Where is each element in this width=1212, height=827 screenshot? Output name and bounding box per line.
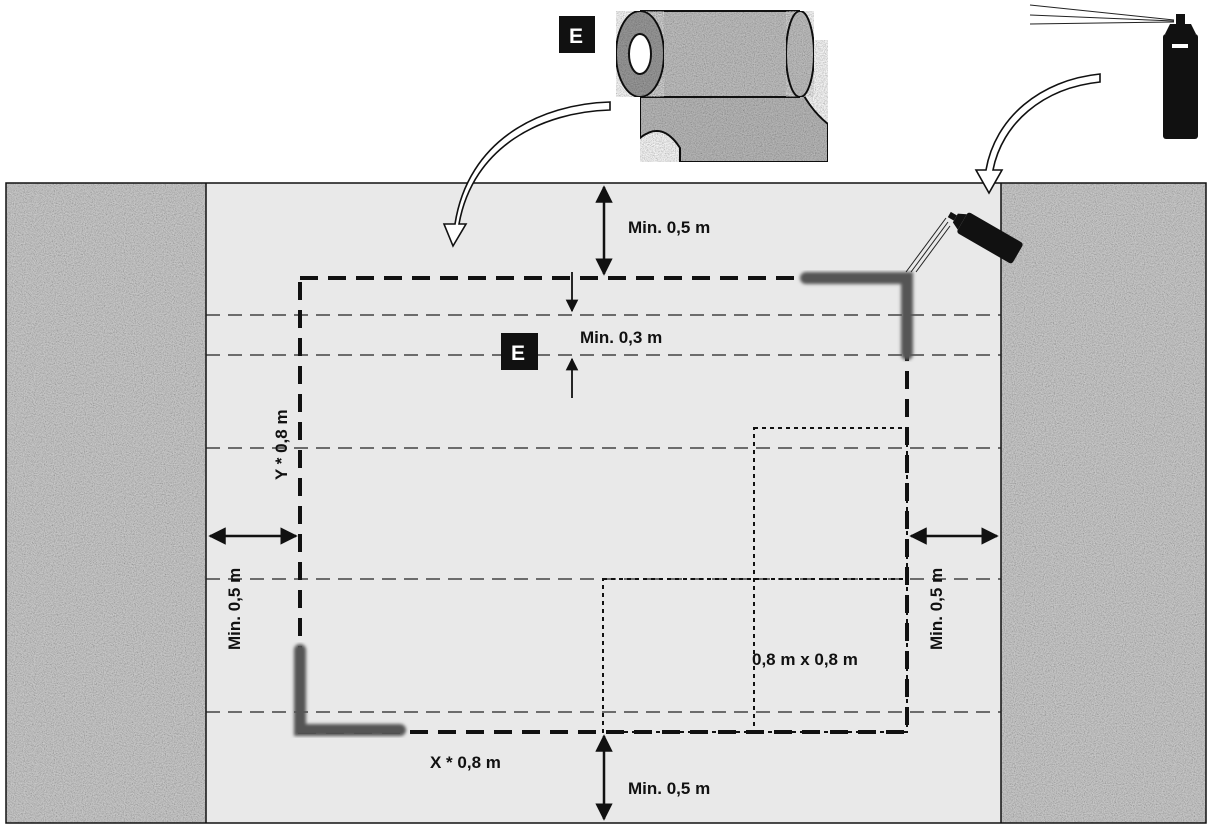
roll-badge: E <box>559 16 595 53</box>
height-formula-label: Y * 0,8 m <box>272 409 291 480</box>
roll-to-panel-arrow <box>442 101 611 248</box>
spray-can-icon <box>1029 4 1198 139</box>
outer-frame <box>5 182 1207 824</box>
right-margin-text: Min. 0,5 m <box>927 568 946 650</box>
tile-square-lower <box>602 578 908 733</box>
right-margin-label: Min. 0,5 m <box>927 568 946 650</box>
top-margin-label: Min. 0,5 m <box>628 218 710 237</box>
spray-lines <box>905 217 951 273</box>
can-to-corner-arrow <box>974 73 1101 195</box>
corner-marking-top-right <box>800 272 913 360</box>
width-formula-label: X * 0,8 m <box>430 753 501 772</box>
left-textured-strip <box>6 183 206 823</box>
right-textured-strip <box>1001 183 1206 823</box>
left-margin-text: Min. 0,5 m <box>225 568 244 650</box>
svg-text:E: E <box>511 342 525 365</box>
fleece-roll-icon <box>615 10 829 163</box>
left-margin-label: Min. 0,5 m <box>225 568 244 650</box>
spray-can-tilted-icon <box>947 211 1023 264</box>
corner-marking-bottom-left <box>294 644 406 736</box>
dimension-arrows <box>208 185 999 821</box>
tile-size-label: 0,8 m x 0,8 m <box>752 650 858 669</box>
strip-gap-label: Min. 0,3 m <box>580 328 662 347</box>
svg-text:E: E <box>569 25 583 48</box>
strip-badge: E <box>501 333 538 370</box>
bottom-margin-label: Min. 0,5 m <box>628 779 710 798</box>
